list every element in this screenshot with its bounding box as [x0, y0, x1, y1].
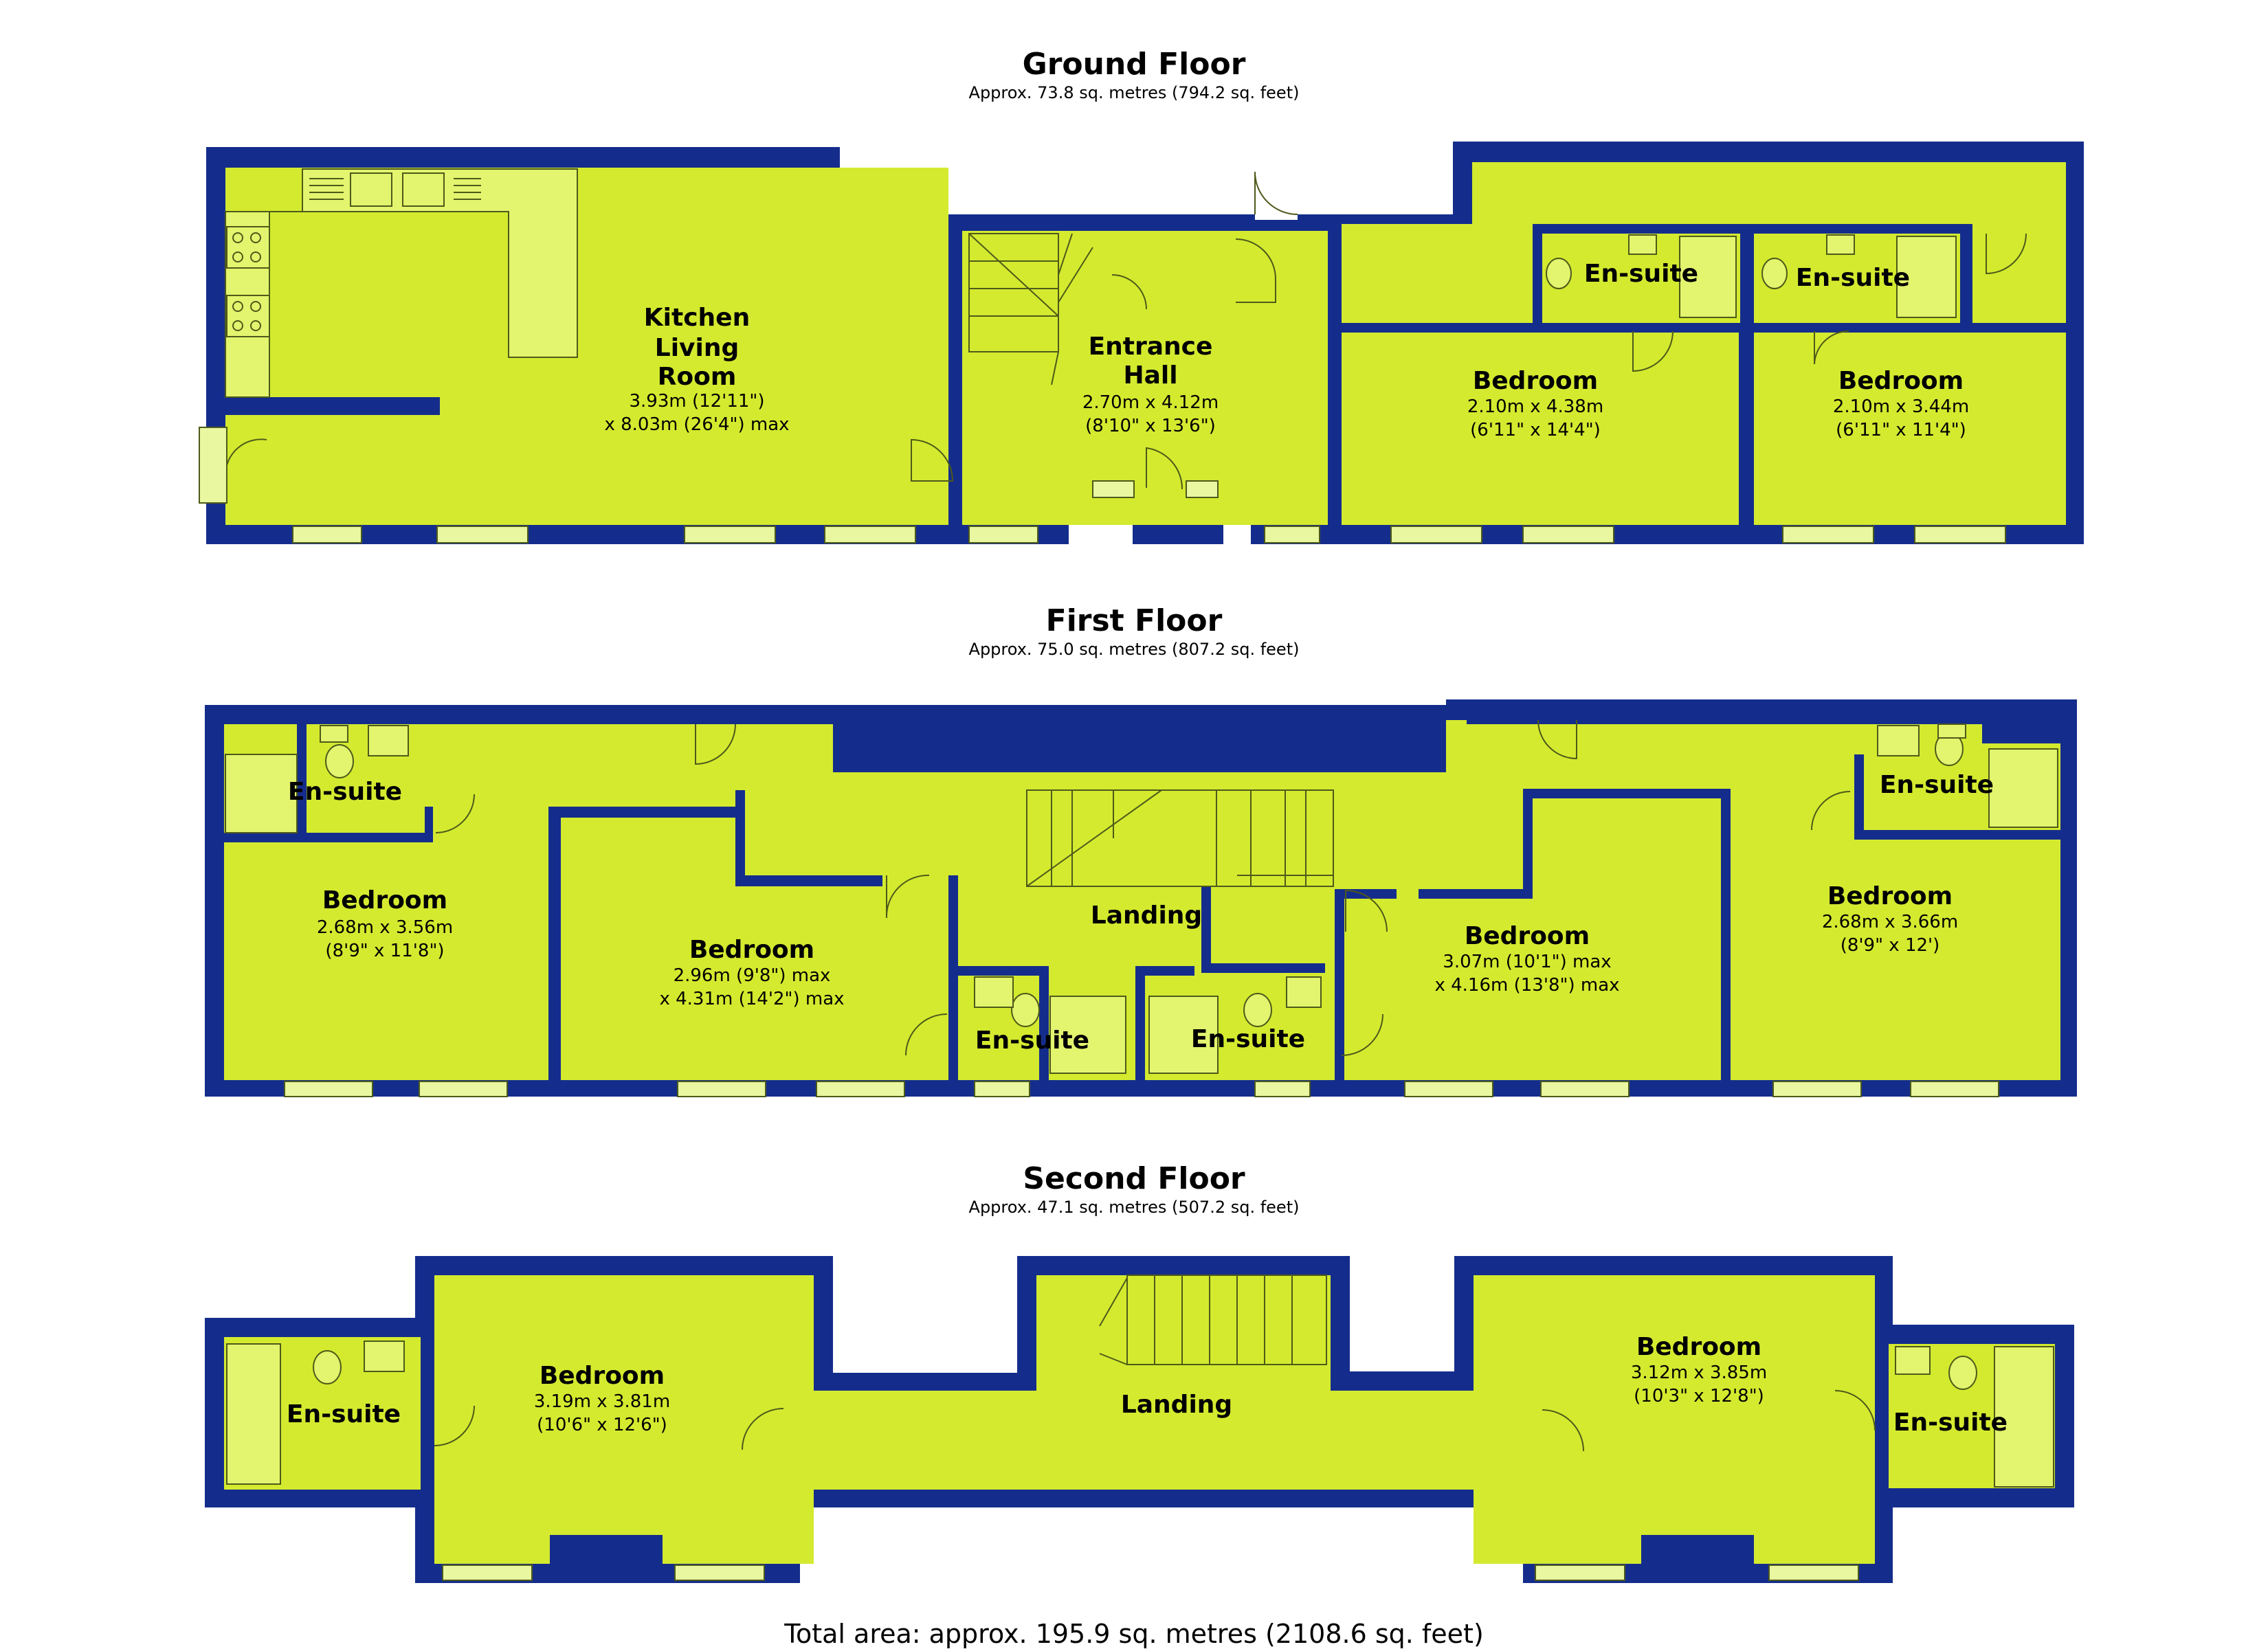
room-name: Bedroom: [689, 936, 814, 964]
room-name: Bedroom: [1636, 1333, 1761, 1361]
room-dimensions: 2.10m x 4.38m: [1467, 396, 1603, 417]
total-area: Total area: approx. 195.9 sq. metres (21…: [784, 1619, 1484, 1649]
room-dimensions: (10'6" x 12'6"): [537, 1415, 667, 1435]
ground-floor-heading: Ground Floor Approx. 73.8 sq. metres (79…: [0, 47, 2268, 103]
room-dimensions: (10'3" x 12'8"): [1634, 1386, 1764, 1406]
room-dimensions: 2.68m x 3.66m: [1822, 912, 1958, 932]
ground-bedroom-2-floor: [1754, 331, 2066, 525]
room-name: Entrance: [1089, 333, 1213, 361]
room-dimensions: x 4.16m (13'8") max: [1434, 975, 1619, 996]
room-dimensions: 3.07m (10'1") max: [1443, 952, 1611, 972]
second-floor-heading: Second Floor Approx. 47.1 sq. metres (50…: [0, 1161, 2268, 1218]
room-name: En-suite: [1584, 260, 1698, 288]
room-name: Bedroom: [1465, 922, 1590, 950]
room-dimensions: 2.68m x 3.56m: [317, 917, 453, 938]
room-name: Living: [655, 334, 739, 362]
room-name: Hall: [1123, 361, 1177, 390]
ground-floor-plan: Kitchen Living Room 3.93m (12'11") x 8.0…: [199, 142, 2084, 544]
first-floor-heading: First Floor Approx. 75.0 sq. metres (807…: [0, 603, 2268, 660]
room-dimensions: x 8.03m (26'4") max: [604, 414, 789, 435]
first-floor-plan: En-suite Bedroom 2.68m x 3.56m (8'9" x 1…: [205, 699, 2077, 1097]
room-dimensions: (6'11" x 14'4"): [1470, 420, 1601, 440]
room-name: En-suite: [1893, 1409, 2008, 1437]
ground-floor-title: Ground Floor: [1022, 47, 1246, 82]
room-name: Bedroom: [1473, 367, 1598, 395]
room-dimensions: (8'10" x 13'6"): [1085, 416, 1216, 436]
second-floor-title: Second Floor: [1023, 1161, 1245, 1196]
room-name: En-suite: [288, 778, 402, 806]
second-floor-area: Approx. 47.1 sq. metres (507.2 sq. feet): [968, 1198, 1300, 1217]
room-dimensions: (8'9" x 12'): [1841, 935, 1940, 956]
room-name: En-suite: [975, 1027, 1089, 1055]
ground-corridor-floor: [1472, 162, 2066, 224]
room-dimensions: x 4.31m (14'2") max: [659, 989, 844, 1009]
room-name: En-suite: [1191, 1025, 1305, 1053]
ground-bedroom-1-floor: [1342, 331, 1739, 525]
room-name: En-suite: [1796, 264, 1910, 292]
second-floor-plan: En-suite Bedroom 3.19m x 3.81m (10'6" x …: [205, 1256, 2074, 1583]
first-floor-title: First Floor: [1045, 603, 1223, 638]
entrance-hall-floor: [962, 231, 1328, 525]
room-name: Bedroom: [1827, 882, 1953, 910]
room-dimensions: 3.19m x 3.81m: [534, 1391, 670, 1412]
first-floor-area: Approx. 75.0 sq. metres (807.2 sq. feet): [968, 640, 1300, 659]
room-name: Bedroom: [322, 886, 447, 915]
kitchen-living-room-floor: [225, 168, 948, 525]
room-name: En-suite: [287, 1400, 401, 1428]
room-dimensions: 2.96m (9'8") max: [674, 965, 831, 986]
room-name: Room: [658, 363, 737, 391]
room-name: Bedroom: [540, 1362, 665, 1390]
room-dimensions: 3.12m x 3.85m: [1631, 1362, 1767, 1383]
room-dimensions: (8'9" x 11'8"): [325, 941, 444, 961]
ground-floor-area: Approx. 73.8 sq. metres (794.2 sq. feet): [968, 83, 1300, 102]
room-dimensions: 3.93m (12'11"): [629, 391, 764, 412]
room-name: En-suite: [1880, 771, 1994, 799]
room-dimensions: 2.10m x 3.44m: [1833, 396, 1969, 417]
room-name: Bedroom: [1838, 367, 1964, 395]
room-dimensions: 2.70m x 4.12m: [1082, 392, 1219, 413]
room-dimensions: (6'11" x 11'4"): [1836, 420, 1966, 440]
room-name: Kitchen: [644, 304, 750, 332]
room-name: Landing: [1121, 1391, 1232, 1419]
room-name: Landing: [1091, 901, 1202, 930]
